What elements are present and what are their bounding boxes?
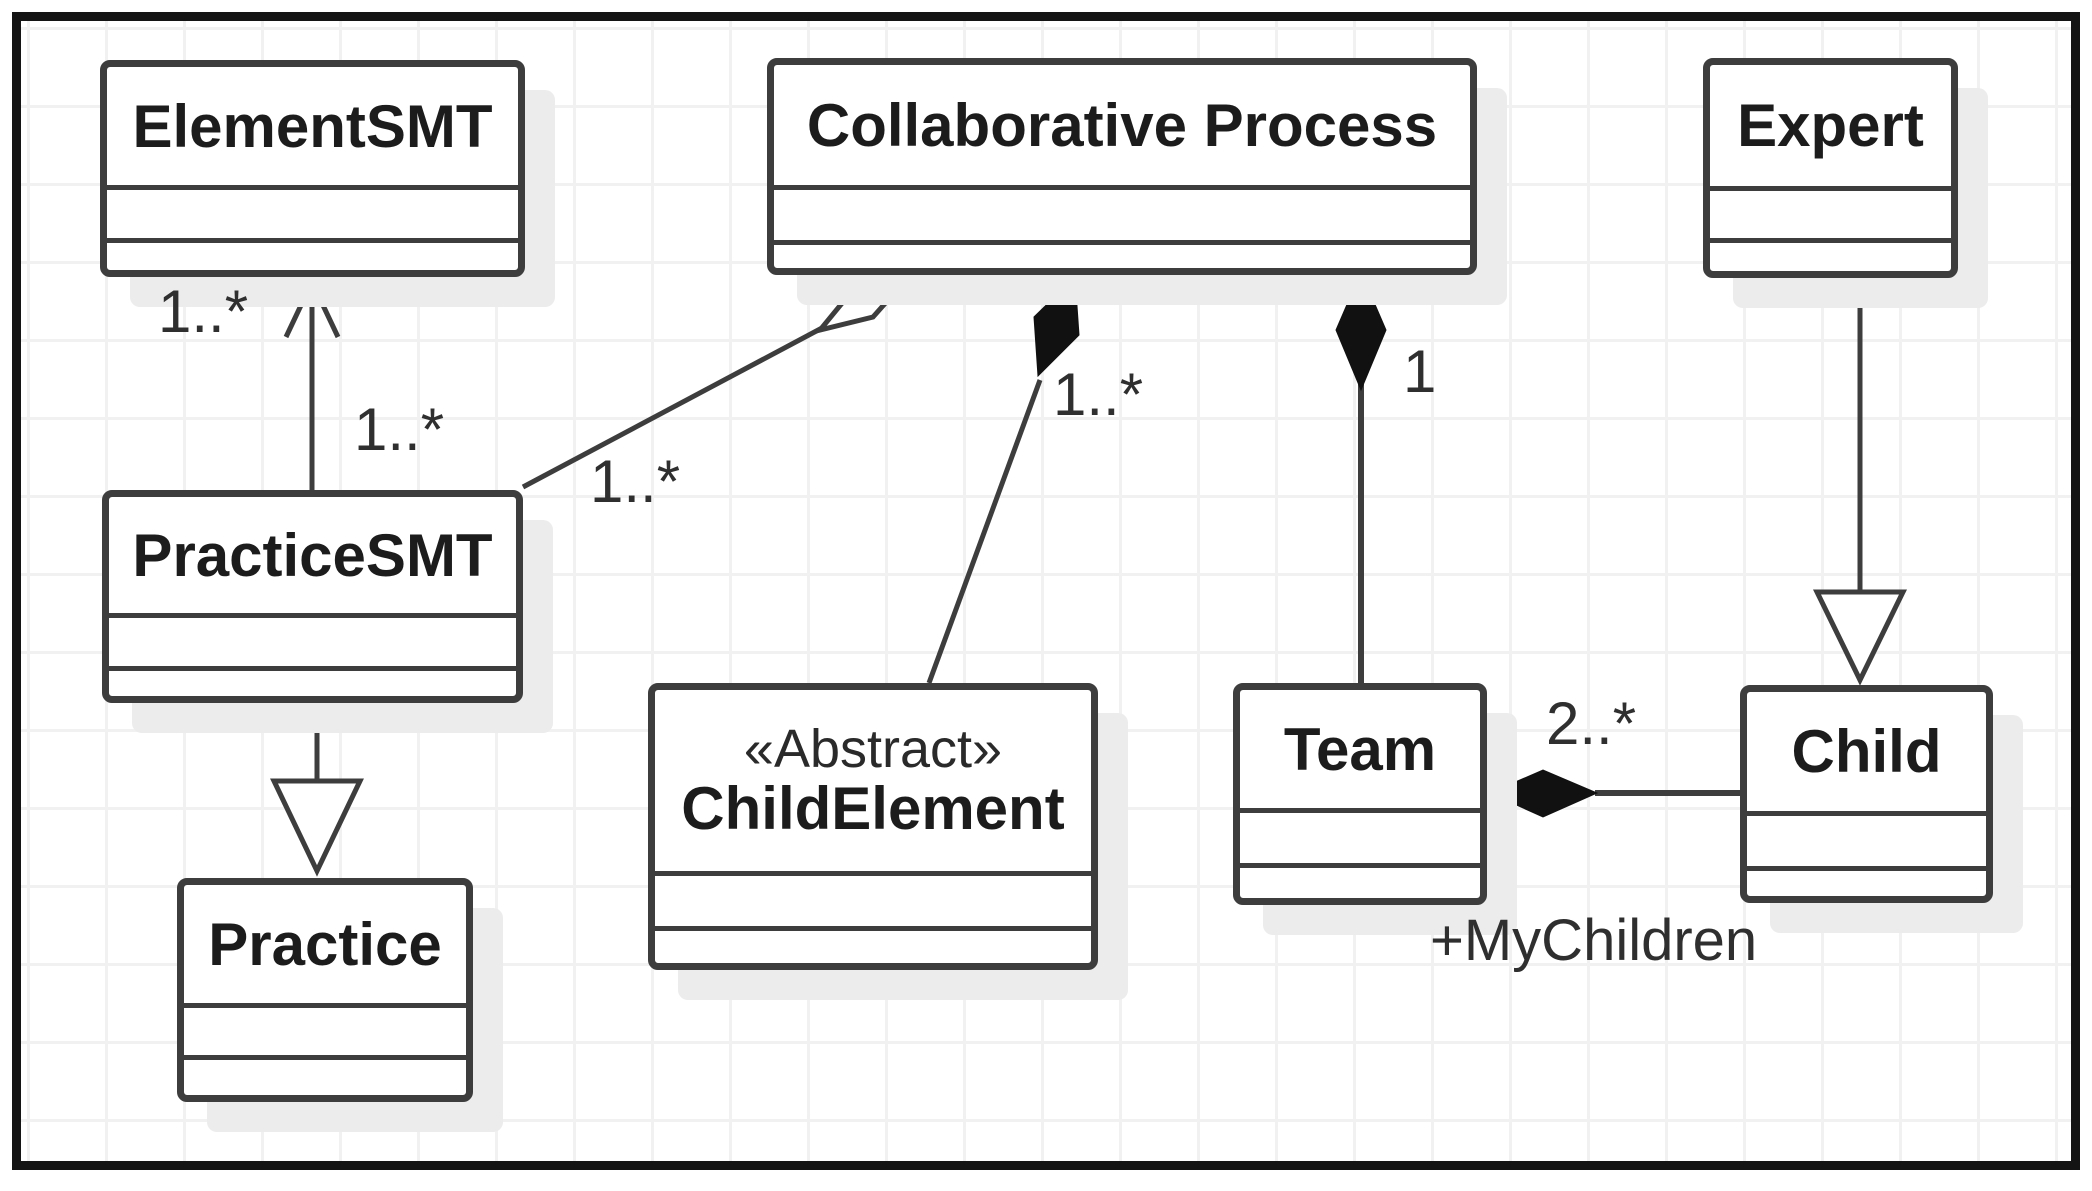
- attributes-compartment: [1710, 186, 1951, 238]
- composition-diamond-icon: [1488, 769, 1599, 818]
- generalization-triangle-icon: [270, 778, 364, 877]
- class-title: Collaborative Process: [774, 65, 1470, 185]
- operations-compartment: [109, 666, 516, 696]
- attributes-compartment: [109, 613, 516, 666]
- class-title: PracticeSMT: [109, 497, 516, 613]
- attributes-compartment: [184, 1003, 466, 1055]
- class-title: ElementSMT: [107, 67, 518, 185]
- operations-compartment: [655, 926, 1091, 963]
- class-title: Practice: [184, 885, 466, 1003]
- class-name: Team: [1283, 715, 1437, 783]
- operations-compartment: [1240, 863, 1480, 898]
- operations-compartment: [1747, 866, 1986, 896]
- class-elementsmt[interactable]: ElementSMT: [100, 60, 525, 277]
- attributes-compartment: [1747, 811, 1986, 866]
- class-team[interactable]: Team: [1233, 683, 1487, 905]
- edge-practicesmt-practice[interactable]: [270, 703, 364, 877]
- class-child[interactable]: Child: [1740, 685, 1993, 903]
- edge-collaborativeprocess-team[interactable]: [1335, 270, 1387, 683]
- class-practicesmt[interactable]: PracticeSMT: [102, 490, 523, 703]
- composition-diamond-icon: [1335, 270, 1387, 392]
- class-expert[interactable]: Expert: [1703, 58, 1958, 278]
- attributes-compartment: [655, 871, 1091, 926]
- multiplicity-aggregation-practicesmt-end[interactable]: 1..*: [590, 448, 681, 515]
- class-title: «Abstract» ChildElement: [655, 690, 1091, 871]
- edge-team-child[interactable]: [1488, 769, 1740, 818]
- class-title: Team: [1240, 690, 1480, 808]
- operations-compartment: [1710, 238, 1951, 271]
- edge-expert-child[interactable]: [1812, 278, 1908, 686]
- open-arrowhead-icon: [283, 276, 341, 339]
- multiplicity-elementsmt-end[interactable]: 1..*: [158, 278, 249, 345]
- class-name: PracticeSMT: [132, 521, 493, 589]
- aggregation-diamond-icon: [813, 277, 912, 335]
- class-name: ElementSMT: [132, 92, 493, 160]
- operations-compartment: [184, 1055, 466, 1095]
- operations-compartment: [107, 238, 518, 270]
- class-collaborative-process[interactable]: Collaborative Process: [767, 58, 1477, 275]
- class-childelement[interactable]: «Abstract» ChildElement: [648, 683, 1098, 970]
- generalization-triangle-icon: [1812, 589, 1908, 686]
- class-name: Child: [1791, 718, 1942, 785]
- multiplicity-team-composition[interactable]: 1: [1403, 338, 1437, 405]
- class-name: Expert: [1737, 92, 1924, 159]
- composition-diamond-icon: [1033, 275, 1080, 378]
- class-title: Child: [1747, 692, 1986, 811]
- class-practice[interactable]: Practice: [177, 878, 473, 1102]
- role-label-mychildren[interactable]: +MyChildren: [1430, 908, 1758, 973]
- edge-practicesmt-collaborativeprocess[interactable]: [521, 277, 912, 490]
- edge-collaborativeprocess-childelement[interactable]: [926, 275, 1080, 684]
- attributes-compartment: [107, 185, 518, 238]
- multiplicity-childelement-composition[interactable]: 1..*: [1053, 361, 1144, 428]
- class-title: Expert: [1710, 65, 1951, 186]
- attributes-compartment: [1240, 808, 1480, 863]
- operations-compartment: [774, 240, 1470, 268]
- multiplicity-practicesmt-end[interactable]: 1..*: [354, 396, 445, 463]
- class-name: ChildElement: [681, 775, 1065, 843]
- edge-practicesmt-elementsmt[interactable]: [283, 276, 341, 490]
- class-name: Practice: [208, 910, 442, 978]
- class-name: Collaborative Process: [806, 91, 1438, 159]
- multiplicity-team-child[interactable]: 2..*: [1546, 690, 1637, 757]
- attributes-compartment: [774, 185, 1470, 240]
- class-stereotype: «Abstract»: [743, 718, 1003, 779]
